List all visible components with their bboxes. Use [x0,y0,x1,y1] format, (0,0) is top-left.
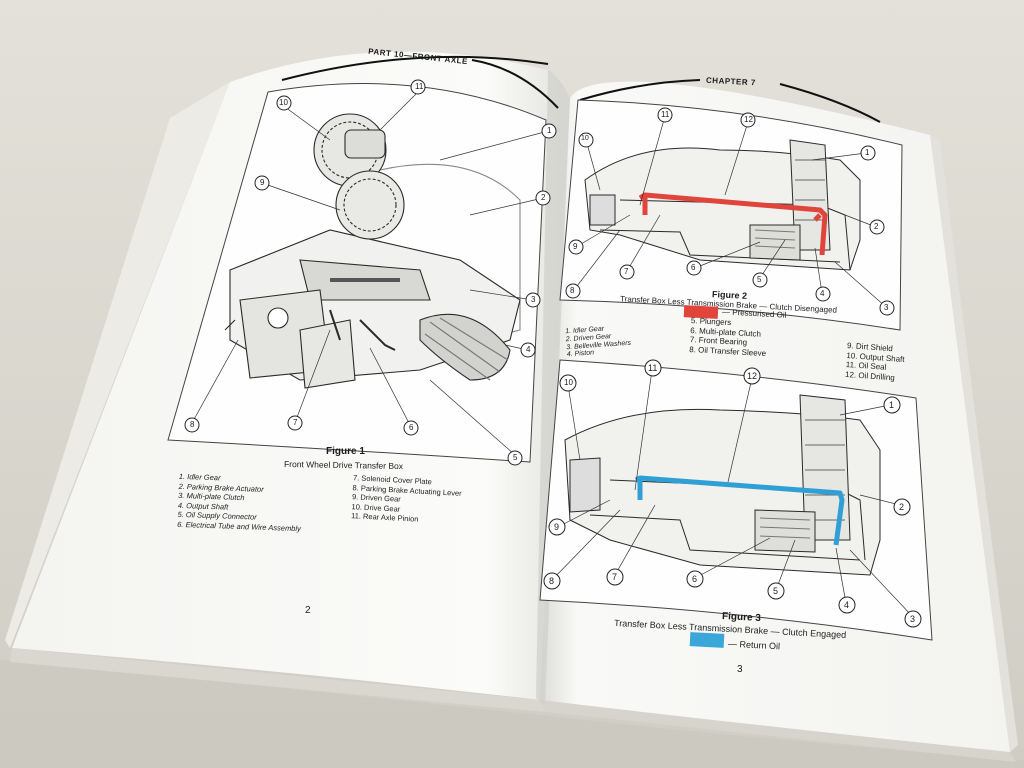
figure1-callout: 10 [279,98,288,107]
figure2-callout: 7 [624,267,629,276]
figure2-illustration [584,139,861,271]
table-shadow [0,660,1024,768]
figure3-callout: 8 [549,576,555,586]
figure3-illustration [564,394,881,576]
left-header-rule-right [471,59,559,109]
figure2-callout: 2 [874,222,879,231]
page-stack-right [540,700,1016,762]
right-header-rule-right [779,83,881,123]
figure1-callout: 5 [513,453,518,462]
figure1-callout: 2 [541,193,546,202]
figure2-callout-circles [565,107,895,316]
figure3-callout: 4 [844,600,850,610]
figure3-leaders [551,369,913,617]
figure1-leaders [191,91,549,456]
figure2-leaders [573,115,887,308]
figure3-callout: 3 [910,614,916,624]
right-page-number: 3 [737,664,743,675]
figure3-callout: 1 [889,400,895,410]
figure2-callout: 8 [570,286,575,295]
figure1-title: Figure 1 [326,446,365,457]
figure3-title: Figure 3 [721,610,762,625]
figure2-callout: 9 [573,242,578,251]
figure3-callout: 12 [747,371,758,381]
figure2-callout: 5 [757,275,762,284]
figure1-legend-col2: 7. Solenoid Cover Plate 8. Parking Brake… [351,473,463,526]
figure1-callout: 11 [415,82,424,91]
return-oil-swatch [689,632,725,648]
figure1-callout: 8 [190,420,195,429]
figure3-callout: 11 [648,363,658,373]
figure2-callout: 3 [884,303,889,312]
right-header-rule-left [579,79,701,101]
left-header-rule [281,55,549,81]
figure1-callout: 9 [260,178,265,187]
figure2-callout: 10 [581,135,589,142]
figure3-return-oil-path [634,475,845,546]
page-stack-left-edge [5,82,230,648]
figure3-callout: 7 [612,572,618,582]
figure2-legend-col1: 1. Idler Gear 2. Driven Gear 3. Bellevil… [565,324,632,360]
page-stack-left [10,648,545,712]
figure1-callout: 1 [547,126,552,135]
figure1-callout: 3 [531,295,536,304]
page-stack-right-edge [930,135,1018,752]
figure2-callout: 4 [820,289,825,298]
figure2-pressurised-oil-path [638,192,828,256]
figure2-legend-col2: 5. Plungers 6. Multi-plate Clutch 7. Fro… [689,316,768,358]
figure1-callout: 4 [526,345,531,354]
figure1-callout-circles [184,79,557,466]
figure3-callout: 6 [692,574,698,584]
figure1-caption: Front Wheel Drive Transfer Box [283,458,404,472]
figure2-callout: 1 [865,148,870,157]
figure3-callout: 10 [564,378,573,387]
figure2-callout: 11 [661,110,670,119]
figure2-callout: 12 [744,115,753,124]
left-page-number: 2 [305,605,311,616]
figure1-callout: 7 [293,418,298,427]
figure1-illustration [224,113,521,389]
figure3-callout: 2 [899,502,905,512]
figure2-legend-col3: 9. Dirt Shield 10. Output Shaft 11. Oil … [845,341,906,383]
figure2-callout: 6 [691,263,696,272]
figure3-callout: 5 [773,586,779,596]
figure3-callout-circles [543,359,922,628]
figure1-callout: 6 [409,423,414,432]
figure3-callout: 9 [554,522,560,532]
figure1-legend-col1: 1. Idler Gear 2. Parking Brake Actuator … [177,472,303,533]
